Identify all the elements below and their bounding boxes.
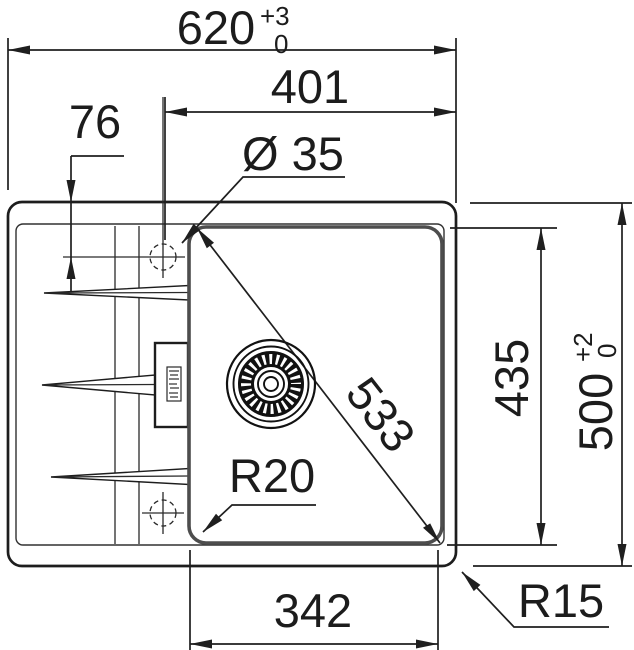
- dim-620-tol-minus: 0: [274, 29, 288, 59]
- dim-r15-value: R15: [518, 574, 604, 627]
- drainer-groove-1-midline: [45, 291, 190, 294]
- dim-435: 435: [447, 227, 557, 546]
- dim-342-value: 342: [274, 584, 352, 637]
- dim-533-arrow-top: [197, 228, 214, 249]
- dim-533-line: [196, 227, 441, 544]
- dim-76-value: 76: [69, 95, 121, 148]
- dim-76: 76: [66, 95, 124, 291]
- dim-r20-value: R20: [229, 449, 315, 502]
- faucet-hole: [149, 243, 177, 271]
- dim-435-value: 435: [485, 339, 538, 417]
- plate-label: [166, 366, 182, 402]
- drain-strainer: [225, 338, 317, 430]
- overflow-plate: [153, 341, 190, 429]
- dim-r15: R15: [461, 571, 609, 628]
- dim-500-tol-plus: +2: [568, 332, 598, 362]
- dim-500-tol-minus: 0: [592, 344, 622, 358]
- dim-r20: R20: [202, 449, 316, 533]
- sink-inner-rim: [15, 223, 445, 546]
- dim-d35-value: Ø 35: [242, 127, 344, 180]
- dim-533-arrow-bottom: [423, 523, 440, 543]
- dim-d35: Ø 35: [181, 127, 345, 244]
- drainer-groove-3-midline: [52, 475, 190, 478]
- dim-500-value: 500: [569, 373, 622, 451]
- dim-401-value: 401: [271, 60, 349, 113]
- dim-620: 620 +3 0: [7, 1, 457, 203]
- dim-620-value: 620: [177, 1, 255, 54]
- drainer-groove-2-midline: [43, 383, 156, 386]
- dim-620-tol-plus: +3: [260, 1, 290, 31]
- plate-label-text-lines: [169, 370, 179, 398]
- dim-500: 500 +2 0: [470, 202, 632, 567]
- dim-342: 342: [189, 550, 439, 650]
- dim-401: 401: [164, 60, 456, 240]
